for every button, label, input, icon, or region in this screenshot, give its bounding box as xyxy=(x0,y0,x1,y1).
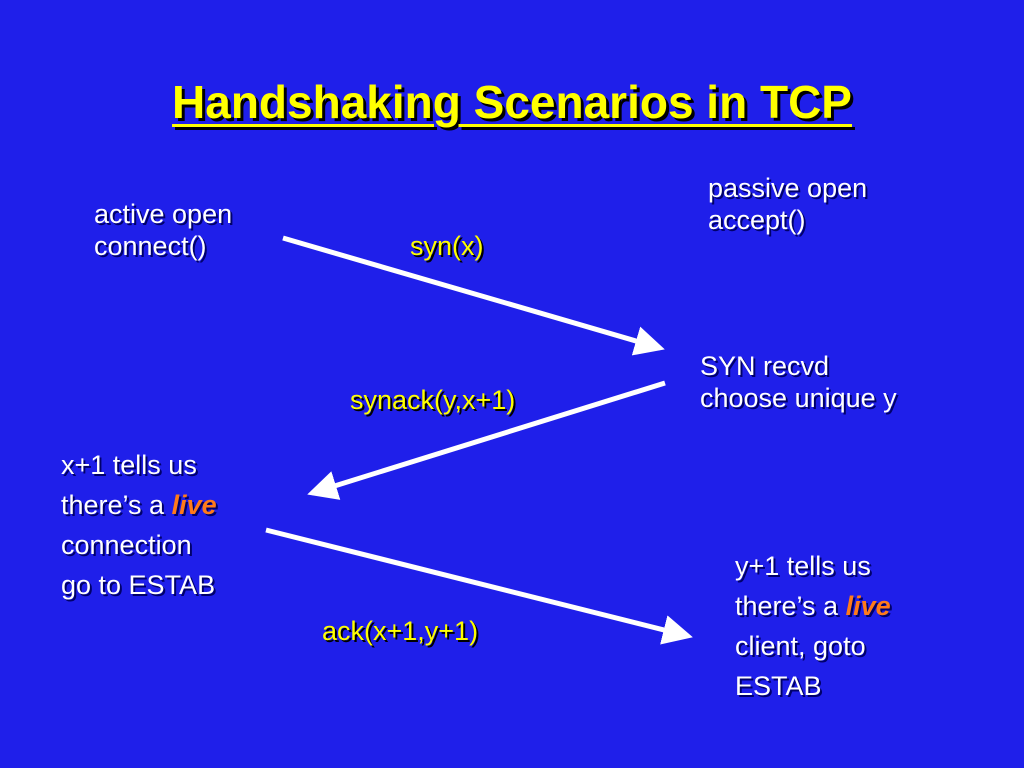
server-live-word: live xyxy=(845,591,891,621)
client-live-line-2: there’s a live xyxy=(61,485,217,525)
passive-open-label: passive open accept() xyxy=(708,172,867,236)
passive-open-line: passive open xyxy=(708,173,868,203)
client-live-line-3: connection xyxy=(61,530,192,560)
synack-message-label: synack(y,x+1) xyxy=(350,385,516,415)
server-live-line-1: y+1 tells us xyxy=(735,551,871,581)
syn-recvd-label: SYN recvd choose unique y xyxy=(700,350,897,414)
client-live-line-4: go to ESTAB xyxy=(61,570,216,600)
ack-message-label: ack(x+1,y+1) xyxy=(322,616,479,646)
choose-unique-y-line: choose unique y xyxy=(700,383,897,413)
accept-call-line: accept() xyxy=(708,205,806,235)
client-live-label: x+1 tells us there’s a live connection g… xyxy=(61,445,217,605)
active-open-line: active open xyxy=(94,199,233,229)
connect-call-line: connect() xyxy=(94,231,207,261)
synack-arrow xyxy=(307,380,666,500)
server-live-line-3: client, goto xyxy=(735,631,866,661)
client-live-line-1: x+1 tells us xyxy=(61,450,197,480)
active-open-label: active open connect() xyxy=(94,198,232,262)
client-live-word: live xyxy=(171,490,217,520)
syn-recvd-line: SYN recvd xyxy=(700,351,830,381)
slide-title: Handshaking Scenarios in TCP xyxy=(172,76,852,128)
server-live-label: y+1 tells us there’s a live client, goto… xyxy=(735,546,891,706)
syn-arrow xyxy=(282,235,665,356)
server-live-line-4: ESTAB xyxy=(735,671,822,701)
server-live-prefix: there’s a xyxy=(735,591,846,621)
client-live-prefix: there’s a xyxy=(61,490,172,520)
server-live-line-2: there’s a live xyxy=(735,586,891,626)
syn-message-label: syn(x) xyxy=(410,231,484,261)
ack-arrow xyxy=(265,527,693,645)
